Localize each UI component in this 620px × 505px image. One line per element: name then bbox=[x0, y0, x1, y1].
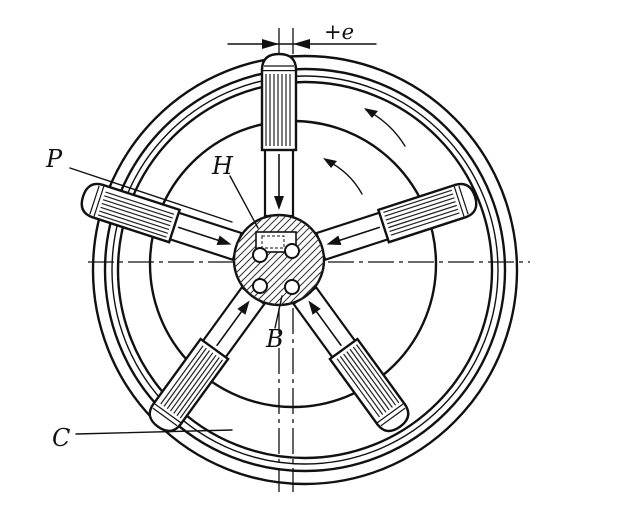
leader-valve bbox=[274, 295, 283, 329]
sleeve-hatch-line bbox=[384, 193, 454, 217]
sleeve-hatch-line bbox=[179, 359, 223, 419]
force-arrow-head bbox=[274, 196, 284, 210]
hub-hatch-line bbox=[282, 215, 324, 305]
sleeve-hatch-line bbox=[100, 206, 170, 231]
sleeve-hatch-line bbox=[388, 204, 458, 229]
outer-ring-3 bbox=[111, 75, 499, 465]
piston-assembly bbox=[260, 52, 298, 218]
piston-sleeve bbox=[328, 337, 407, 426]
sleeve-hatch-line bbox=[343, 353, 387, 413]
piston-assembly bbox=[148, 285, 267, 433]
force-arrow-shaft bbox=[216, 309, 244, 347]
hub-circle bbox=[232, 213, 326, 307]
outer-ring-2 bbox=[103, 67, 507, 473]
sleeve-hatch-line bbox=[160, 345, 204, 405]
sleeve-hatch-line bbox=[169, 352, 214, 412]
sleeve-hatch-line bbox=[176, 357, 220, 417]
leader-casing bbox=[75, 429, 233, 435]
leader-hub bbox=[229, 175, 259, 229]
sleeve-hatch-line bbox=[105, 191, 175, 215]
sleeve-hatch-line bbox=[385, 197, 455, 221]
piston-assembly bbox=[291, 285, 410, 433]
sleeve-hatch-line bbox=[102, 199, 172, 223]
force-arrow-head bbox=[326, 235, 342, 245]
port-hole-2 bbox=[284, 243, 300, 259]
hub-slot-inner bbox=[261, 235, 285, 249]
hub-hatch-line bbox=[268, 215, 324, 305]
outer-ring-1 bbox=[91, 54, 519, 486]
sleeve-hatch-line bbox=[390, 212, 460, 236]
piston-assembly bbox=[315, 182, 478, 262]
sleeve-hatch-line bbox=[101, 202, 171, 227]
hub-hatch-line bbox=[254, 215, 324, 305]
piston-head bbox=[454, 182, 478, 219]
force-arrow-shaft bbox=[337, 226, 381, 242]
piston-sleeve bbox=[260, 68, 298, 152]
leader-lines bbox=[69, 167, 283, 435]
piston-assembly bbox=[80, 182, 243, 262]
rotation-arrow-inner-head bbox=[323, 158, 337, 168]
hub-hatch-line bbox=[234, 215, 293, 305]
sleeve-hatch-line bbox=[173, 354, 217, 414]
sleeve-hatch-line bbox=[104, 195, 173, 219]
piston-head bbox=[80, 182, 104, 219]
hub-hatch-line bbox=[247, 215, 324, 305]
hub-hatch-line bbox=[234, 215, 279, 305]
label-casing: C bbox=[52, 424, 70, 452]
label-piston: P bbox=[45, 145, 63, 173]
piston-head bbox=[260, 52, 298, 71]
force-arrow-shaft bbox=[314, 309, 342, 347]
sleeve-hatch-line bbox=[166, 350, 211, 410]
eccentricity-dimension bbox=[227, 39, 377, 49]
label-valve: B bbox=[265, 325, 284, 353]
rotation-arrows bbox=[323, 108, 406, 195]
dim-arrow-right bbox=[293, 39, 310, 49]
sleeve-hatch-line bbox=[163, 347, 207, 407]
force-arrow-head bbox=[237, 300, 250, 315]
leader-piston bbox=[69, 167, 233, 223]
port-hole-4 bbox=[284, 279, 300, 295]
rotation-arrow-outer-head bbox=[364, 108, 378, 118]
sleeve-hatch-line bbox=[99, 210, 168, 234]
force-arrow-head bbox=[216, 235, 232, 245]
port-hole-3 bbox=[252, 278, 268, 294]
sleeve-hatch-line bbox=[349, 348, 393, 408]
sleeve-hatch-line bbox=[352, 346, 397, 406]
outer-ring-4 bbox=[116, 80, 494, 460]
piston-head-line bbox=[152, 407, 178, 427]
sleeve-hatch-line bbox=[97, 214, 167, 238]
sleeve-hatch-line bbox=[339, 355, 384, 415]
hub-hatch-line bbox=[234, 215, 300, 305]
sleeve-hatch-line bbox=[389, 208, 459, 233]
piston-head-line bbox=[458, 185, 469, 215]
sleeve-hatch-line bbox=[383, 189, 453, 213]
sleeve-hatch-line bbox=[356, 344, 400, 404]
sleeve-hatch-line bbox=[336, 358, 380, 418]
hub-hatch-line bbox=[261, 215, 324, 305]
hub-hatch-line bbox=[289, 215, 324, 305]
piston-sleeve bbox=[151, 337, 230, 426]
piston-head-line bbox=[380, 407, 406, 427]
force-arrow-shaft bbox=[177, 226, 221, 242]
sleeve-hatch-line bbox=[386, 201, 456, 225]
piston-head-line bbox=[89, 185, 100, 215]
label-hub: H bbox=[211, 152, 234, 180]
port-hole-1 bbox=[252, 247, 268, 263]
dim-arrow-left bbox=[262, 39, 279, 49]
casing-rings bbox=[91, 54, 519, 486]
hub-hatch-line bbox=[234, 215, 286, 305]
sleeve-hatch-line bbox=[346, 351, 390, 411]
hub-hatch-line bbox=[234, 215, 272, 305]
label-eccentricity: +e bbox=[324, 20, 354, 44]
force-arrow-head bbox=[308, 300, 321, 315]
